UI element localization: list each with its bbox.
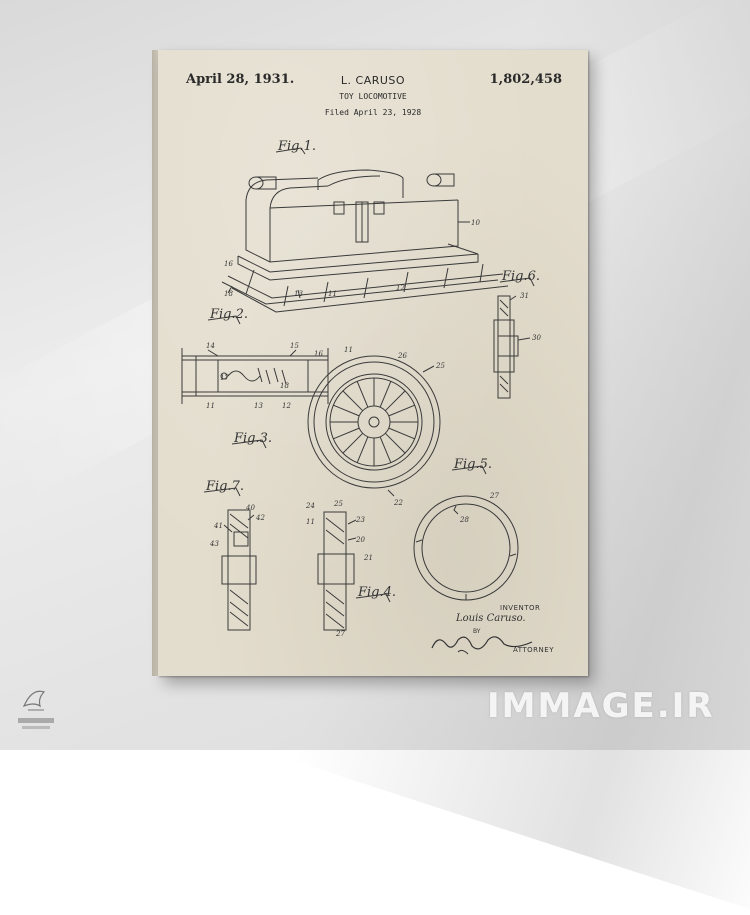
brand-logo-icon	[18, 690, 54, 729]
patent-drawing: Fig.1. Fig.6. Fig.2. Fig.3. Fig.5. Fig.7…	[181, 139, 541, 638]
wheel-spoke	[342, 390, 364, 412]
wheel-spoke	[356, 436, 369, 463]
fig3-spoked-wheel-drawing	[307, 355, 441, 497]
ref-27-fig4: 27	[335, 630, 345, 638]
wheel-spoke	[384, 432, 406, 454]
inventor-label: INVENTOR	[500, 604, 541, 612]
ref-28: 28	[459, 516, 469, 524]
ref-10: 10	[471, 219, 480, 227]
ref-13: 13	[294, 290, 303, 298]
patent-date: April 28, 1931.	[186, 72, 295, 87]
fig3-label: Fig.3.	[233, 431, 272, 446]
fig1-label: Fig.1.	[277, 139, 316, 154]
ref-13-fig2: 13	[254, 402, 263, 410]
wheel-spoke	[384, 390, 406, 412]
inventor-signature-name: Louis Caruso.	[456, 613, 526, 624]
ref-30: 30	[532, 334, 541, 342]
ref-16-fig2: 16	[314, 350, 323, 358]
patent-canvas-print: April 28, 1931. L. CARUSO 1,802,458 TOY …	[158, 50, 588, 676]
ref-18: 18	[224, 290, 233, 298]
ref-14: 14	[206, 342, 215, 350]
wheel-spoke	[333, 427, 360, 440]
ref-11: 11	[328, 290, 337, 298]
attorney-label: ATTORNEY	[513, 646, 554, 654]
ref-27: 27	[489, 492, 499, 500]
ref-26: 26	[397, 352, 407, 360]
fig2-label: Fig.2.	[209, 307, 248, 322]
fig1-locomotive-drawing	[221, 169, 509, 313]
fig5-label-underline	[451, 465, 487, 475]
patent-inventor-header: L. CARUSO	[340, 74, 406, 87]
ref-43: 43	[209, 540, 219, 548]
ref-31: 31	[520, 292, 529, 300]
fig7-label-underline	[203, 487, 241, 497]
ref-15: 15	[290, 342, 299, 350]
ref-40: 40	[245, 504, 255, 512]
fig7-label: Fig.7.	[205, 479, 244, 494]
fig6-wheel-section-drawing	[493, 295, 531, 399]
wheel-spoke	[342, 432, 364, 454]
ref-16: 16	[224, 260, 233, 268]
ref-11-fig4: 11	[306, 518, 315, 526]
wheel-spoke	[388, 404, 415, 417]
patent-number: 1,802,458	[489, 72, 562, 87]
ref-11-fig3: 11	[344, 346, 353, 354]
ref-41: 41	[213, 522, 223, 530]
canvas-side-edge	[152, 50, 160, 676]
ref-21: 21	[363, 554, 373, 562]
wheel-spoke	[379, 381, 392, 408]
wheel-spoke	[333, 404, 360, 417]
wheel-spoke	[356, 381, 369, 408]
attorney-signature	[431, 636, 533, 655]
fig3-label-underline	[231, 439, 267, 449]
ref-24: 24	[305, 502, 315, 510]
patent-filed-date: Filed April 23, 1928	[324, 108, 422, 117]
fig2-chassis-plan-drawing	[181, 348, 329, 404]
ref-11-fig2: 11	[206, 402, 215, 410]
fig7-wheel-section-drawing	[221, 509, 257, 631]
ref-25-fig4: 25	[333, 500, 343, 508]
by-label: BY	[473, 628, 481, 635]
ref-22: 22	[393, 499, 403, 507]
watermark-text: IMMAGE.IR	[487, 686, 715, 726]
ref-25: 25	[435, 362, 445, 370]
fig4-label: Fig.4.	[357, 585, 396, 600]
fig2-label-underline	[207, 315, 241, 325]
ref-17: 17	[220, 374, 229, 382]
fig6-label-underline	[499, 277, 535, 287]
fig4-wheel-section-drawing	[317, 511, 357, 631]
ref-12: 12	[396, 284, 405, 292]
ref-20: 20	[355, 536, 365, 544]
ref-12-fig2: 12	[282, 402, 291, 410]
ref-18-fig2: 18	[280, 382, 289, 390]
fig6-label: Fig.6.	[501, 269, 540, 284]
wheel-spoke	[388, 427, 415, 440]
patent-title: TOY LOCOMOTIVE	[339, 92, 407, 101]
fig5-ring-drawing	[413, 495, 519, 601]
wheel-spoke	[379, 436, 392, 463]
ref-23: 23	[355, 516, 365, 524]
ref-42: 42	[255, 514, 265, 522]
fig5-label: Fig.5.	[453, 457, 492, 472]
fig1-label-underline	[275, 147, 306, 155]
fig4-label-underline	[355, 593, 391, 603]
